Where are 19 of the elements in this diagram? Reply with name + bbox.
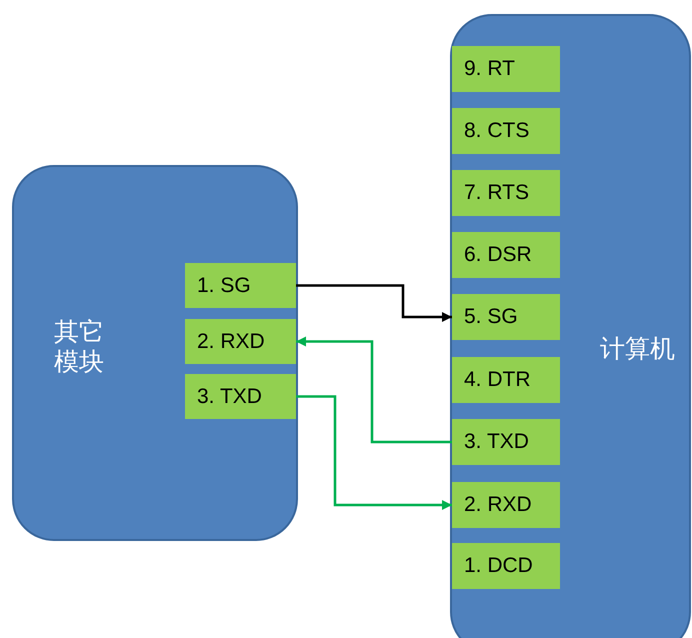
connector-arrow — [296, 395, 452, 510]
connector-arrow — [296, 284, 452, 322]
pin-box: 1. SG — [185, 263, 296, 308]
module-box — [12, 165, 298, 541]
pin-box: 2. RXD — [185, 319, 296, 364]
pin-box: 5. SG — [452, 294, 560, 340]
connector-arrow — [296, 336, 452, 444]
module-label: 计算机 — [600, 334, 676, 364]
pin-box: 1. DCD — [452, 543, 560, 589]
pin-box: 2. RXD — [452, 482, 560, 528]
module-box — [450, 14, 691, 638]
pin-box: 3. TXD — [185, 374, 296, 419]
pin-box: 9. RT — [452, 46, 560, 92]
module-label: 其它模块 — [54, 317, 105, 377]
pin-box: 7. RTS — [452, 170, 560, 216]
pin-box: 6. DSR — [452, 232, 560, 278]
pin-box: 8. CTS — [452, 108, 560, 154]
pin-box: 3. TXD — [452, 419, 560, 465]
pin-box: 4. DTR — [452, 357, 560, 403]
